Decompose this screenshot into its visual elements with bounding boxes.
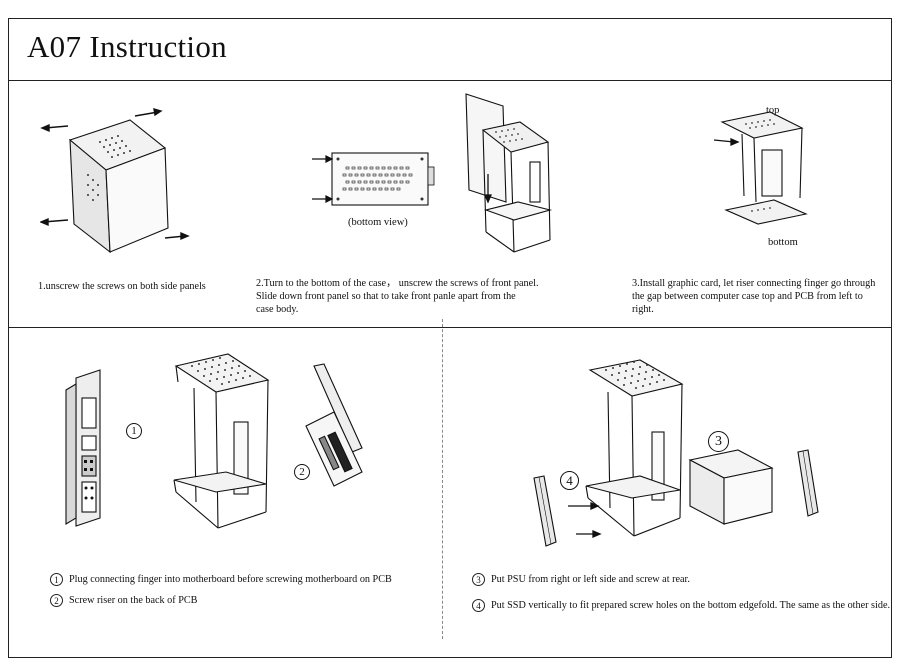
motherboard-illustration	[65, 369, 101, 527]
instruction-sheet: A07 Instruction	[8, 18, 892, 658]
bottom-view-illustration	[312, 152, 435, 206]
marker-1: 1	[126, 423, 142, 439]
top-label: top	[766, 105, 780, 116]
step-b3-caption: 3 Put PSU from right or left side and scr…	[472, 573, 892, 587]
step-b1-caption: 1 Plug connecting finger into motherboard…	[50, 573, 430, 587]
bottom-view-label: (bottom view)	[348, 217, 408, 228]
step-b3-number: 3	[472, 573, 485, 587]
section-divider	[9, 327, 891, 328]
step-b2-caption: 2 Screw riser on the back of PCB	[50, 594, 430, 608]
column-divider	[442, 319, 443, 639]
marker-4: 4	[560, 471, 579, 490]
step-b2-text: Screw riser on the back of PCB	[69, 595, 198, 606]
psu-illustration	[688, 449, 774, 525]
step-b4-number: 4	[472, 599, 485, 613]
step-b4-caption: 4 Put SSD vertically to fit prepared scre…	[472, 599, 892, 613]
ssd-arrows	[568, 502, 602, 538]
step-b1-number: 1	[50, 573, 63, 587]
marker-4-number: 4	[566, 473, 573, 488]
bottom-label: bottom	[768, 237, 798, 248]
title-bar: A07 Instruction	[9, 19, 891, 81]
psu-ssd-frame-illustration	[585, 359, 684, 537]
ssd-left-illustration	[533, 475, 557, 547]
page-title: A07 Instruction	[27, 29, 227, 64]
front-panel-removal-illustration	[465, 93, 553, 253]
ssd-right-illustration	[797, 449, 819, 517]
step-b1-text: Plug connecting finger into motherboard …	[69, 574, 392, 585]
marker-2: 2	[294, 464, 310, 480]
step-1-caption: 1.unscrew the screws on both side panels	[38, 281, 206, 292]
marker-3: 3	[708, 431, 729, 452]
riser-card-illustration	[305, 363, 363, 487]
step-2-caption: 2.Turn to the bottom of the case， unscre…	[256, 278, 539, 315]
step-b4-text: Put SSD vertically to fit prepared screw…	[491, 600, 891, 611]
step-3-caption: 3.Install graphic card, let riser connec…	[632, 278, 876, 315]
marker-1-number: 1	[131, 425, 137, 437]
marker-3-number: 3	[715, 434, 722, 449]
marker-2-number: 2	[299, 466, 305, 478]
step-b3-text: Put PSU from right or left side and scre…	[491, 574, 690, 585]
case-closed-illustration	[40, 108, 190, 254]
graphic-card-install-illustration	[713, 111, 808, 225]
step-b2-number: 2	[50, 594, 63, 608]
open-frame-illustration	[173, 353, 270, 529]
